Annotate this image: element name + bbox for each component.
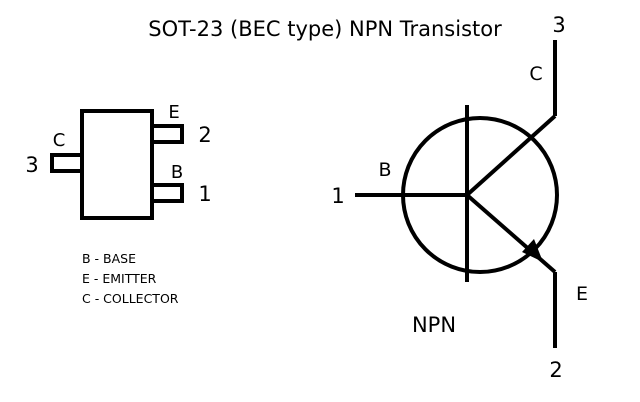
sot23-package: C 3 E 2 B 1	[25, 102, 212, 220]
pin-tab-emitter	[150, 124, 184, 144]
npn-symbol: B 1 C 3 E 2 NPN	[331, 13, 588, 382]
diagram-title: SOT-23 (BEC type) NPN Transistor	[148, 17, 502, 41]
legend-emitter: E - EMITTER	[82, 271, 157, 286]
pin-tab-collector	[50, 153, 84, 173]
package-pin-letter-b: B	[171, 162, 183, 183]
pin-legend: B - BASE E - EMITTER C - COLLECTOR	[82, 251, 179, 306]
package-pin-number-1: 1	[198, 182, 211, 206]
symbol-collector-number: 3	[552, 13, 565, 37]
symbol-emitter-letter: E	[576, 283, 588, 305]
collector-diagonal	[465, 114, 557, 197]
emitter-arrow-icon	[522, 239, 543, 262]
symbol-collector-letter: C	[529, 63, 542, 85]
pin-tab-base	[150, 183, 184, 203]
package-body	[80, 109, 154, 220]
package-pin-letter-e: E	[168, 102, 179, 123]
transistor-type-label: NPN	[412, 313, 456, 337]
legend-collector: C - COLLECTOR	[82, 291, 179, 306]
symbol-base-number: 1	[331, 184, 344, 208]
symbol-base-letter: B	[378, 159, 391, 181]
package-pin-letter-c: C	[53, 130, 66, 151]
legend-base: B - BASE	[82, 251, 136, 266]
package-pin-number-2: 2	[198, 123, 211, 147]
symbol-emitter-number: 2	[549, 358, 562, 382]
package-pin-number-3: 3	[25, 153, 38, 177]
